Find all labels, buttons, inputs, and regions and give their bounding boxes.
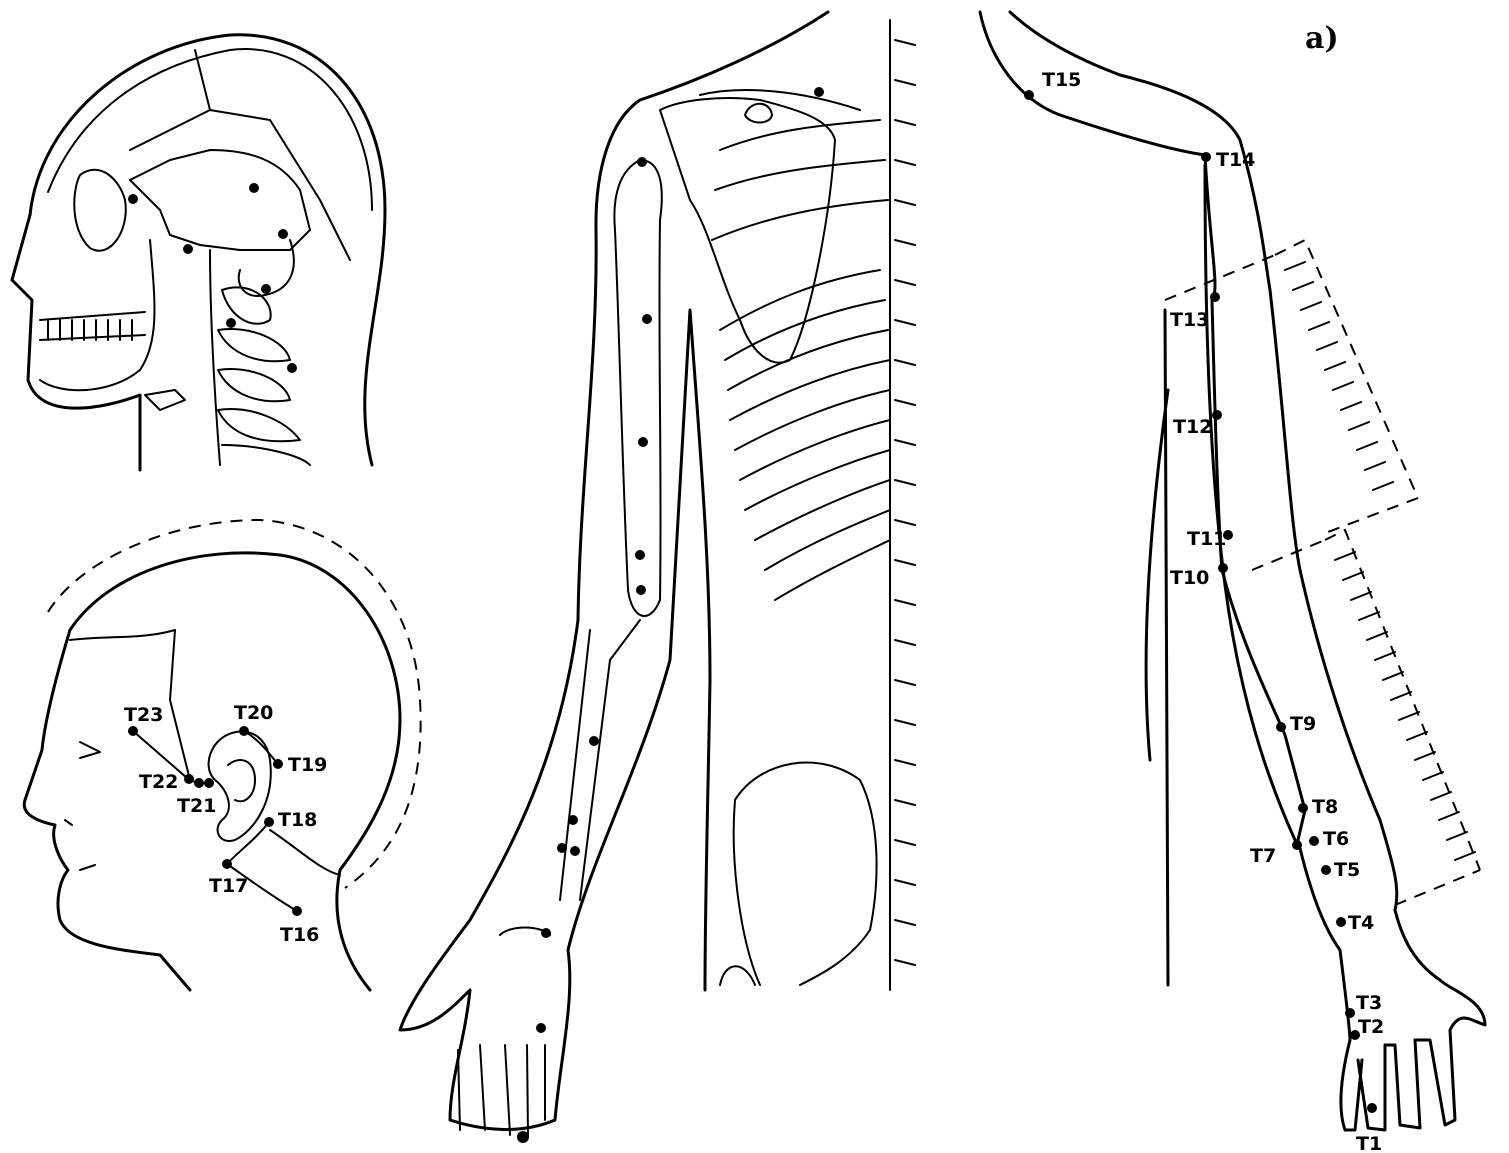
point-label-t16: T16	[280, 924, 319, 946]
point-label-t15: T15	[1042, 69, 1081, 91]
point-label-t21: T21	[177, 795, 216, 817]
point-label-t5: T5	[1334, 859, 1360, 881]
point-label-t7: T7	[1250, 845, 1276, 867]
point-label-t6: T6	[1323, 828, 1349, 850]
point-label-t22: T22	[139, 771, 178, 793]
arm-outline-view	[980, 12, 1485, 1130]
point-label-t9: T9	[1290, 713, 1316, 735]
point-label-t10: T10	[1170, 567, 1209, 589]
panel-label: a)	[1305, 21, 1339, 56]
point-label-t3: T3	[1356, 992, 1382, 1014]
point-label-t12: T12	[1173, 416, 1212, 438]
point-label-t1: T1	[1356, 1133, 1382, 1153]
arm-skeleton-view	[400, 12, 915, 1143]
skull-side-view	[12, 35, 385, 470]
head-side-view	[24, 520, 420, 990]
point-label-t17: T17	[209, 875, 248, 897]
point-label-t2: T2	[1358, 1016, 1384, 1038]
point-label-t23: T23	[124, 704, 163, 726]
point-label-t14: T14	[1216, 149, 1255, 171]
point-label-t8: T8	[1312, 796, 1338, 818]
point-label-t4: T4	[1348, 912, 1374, 934]
point-label-t20: T20	[234, 702, 273, 724]
point-label-t18: T18	[278, 809, 317, 831]
point-label-t13: T13	[1170, 309, 1209, 331]
point-label-t19: T19	[288, 754, 327, 776]
point-label-t11: T11	[1187, 528, 1226, 550]
